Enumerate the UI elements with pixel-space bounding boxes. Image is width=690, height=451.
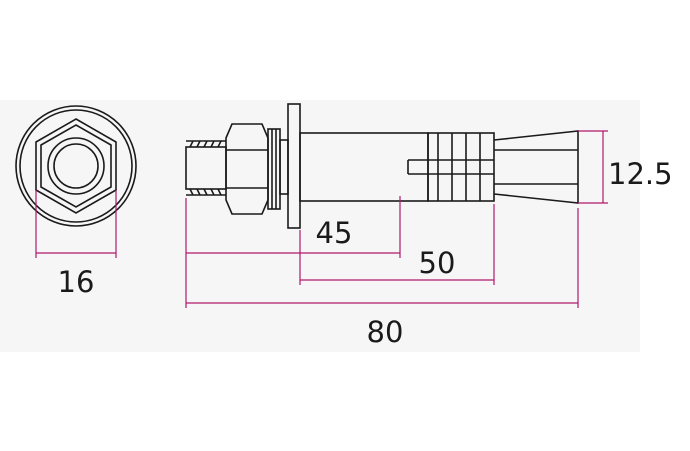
sleeve-length-dimension xyxy=(185,196,401,258)
anchor-side-view xyxy=(185,103,579,229)
tip-diameter-dimension xyxy=(578,130,608,204)
sleeve-length-label: 45 xyxy=(316,216,353,250)
nut-width-dimension xyxy=(35,190,117,258)
total-length-label: 80 xyxy=(367,315,404,349)
expansion-length-dimension xyxy=(299,204,495,285)
total-length-dimension xyxy=(185,208,579,308)
tip-diameter-label: 12.5 xyxy=(608,157,673,191)
nut-end-view xyxy=(15,105,137,227)
expansion-length-label: 50 xyxy=(419,246,456,280)
nut-width-label: 16 xyxy=(58,265,95,299)
